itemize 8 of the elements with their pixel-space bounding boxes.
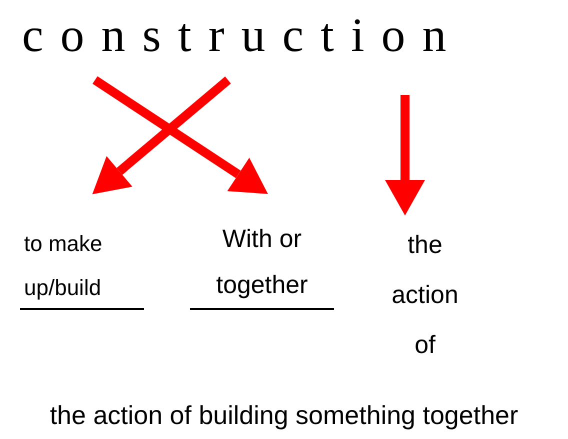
arrow: [92, 76, 231, 194]
definition-text: to make up/build: [23, 230, 104, 302]
definition-text: the action of: [390, 230, 460, 361]
arrow: [385, 95, 425, 216]
definition-text: With or together: [215, 224, 309, 301]
word: construction: [22, 8, 464, 64]
arrow: [92, 76, 268, 194]
meaning-text: the action of building something together: [48, 399, 520, 432]
